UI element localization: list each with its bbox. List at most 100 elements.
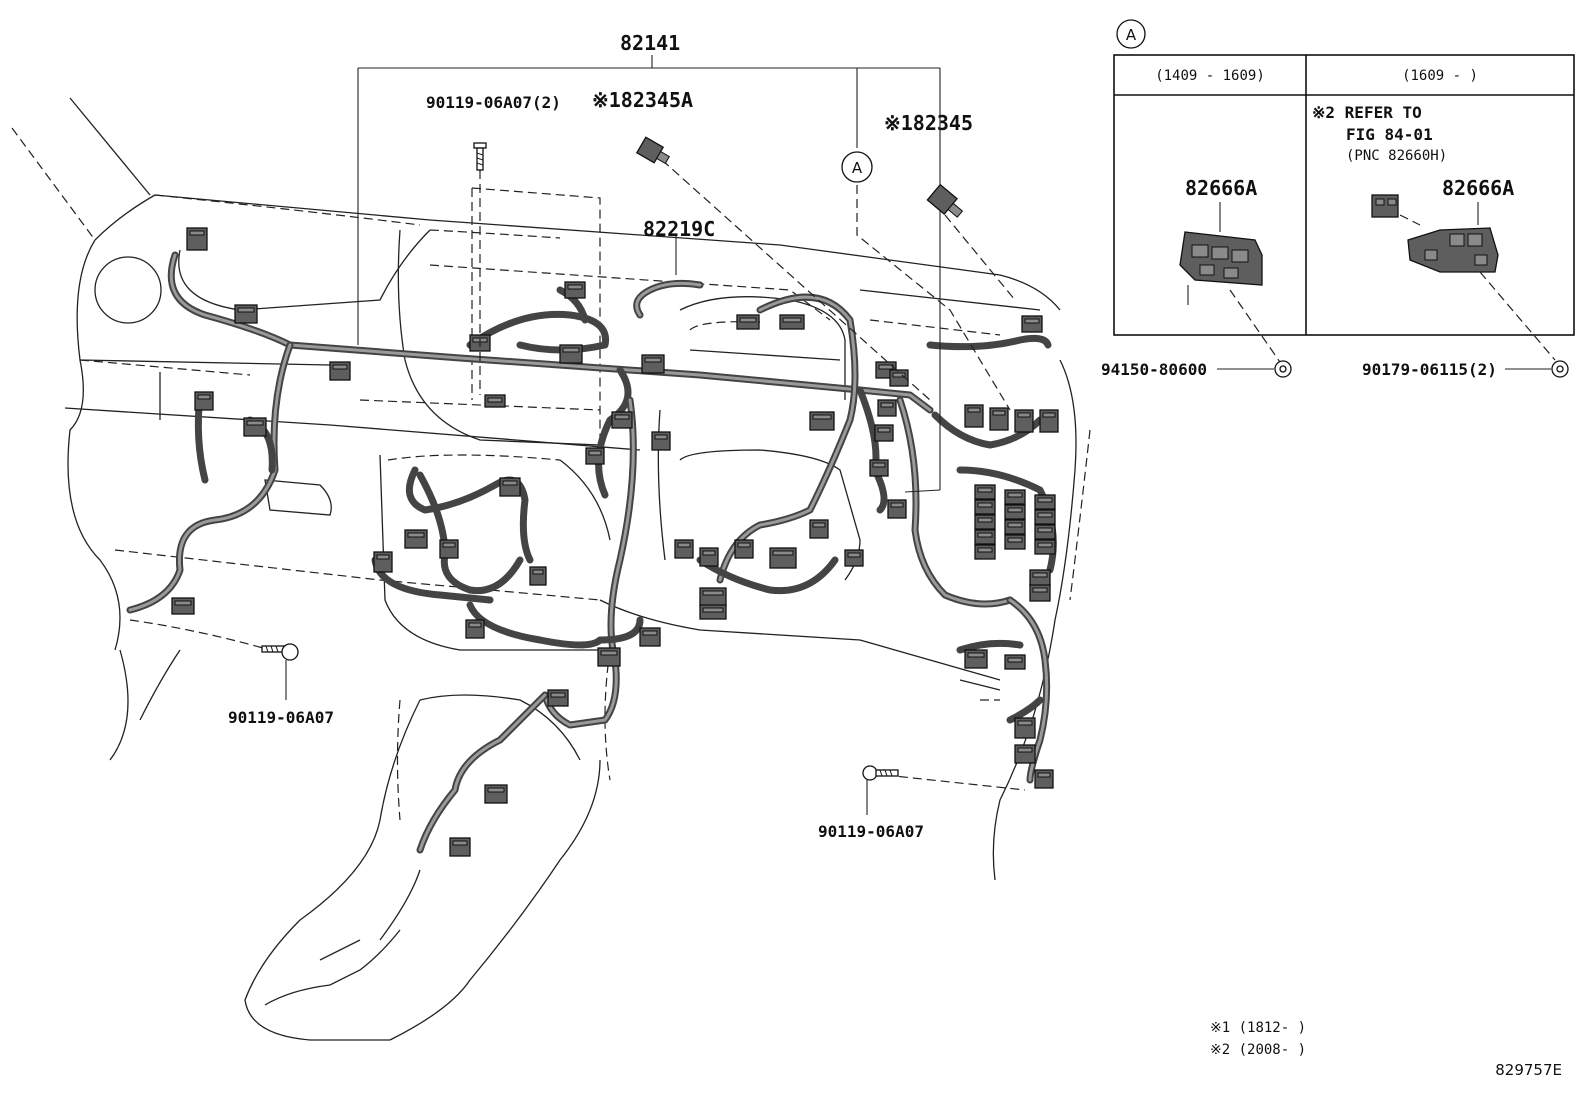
harness-connector-latch [1007,492,1023,498]
harness-connector-latch [992,410,1006,416]
harness-connector-latch [237,307,255,313]
harness-connector-latch [877,427,891,433]
harness-connector-latch [977,487,993,493]
sub-harness-82219c [633,279,704,319]
harness-connector-latch [677,542,691,548]
harness-connector-latch [1037,497,1053,503]
harness-connector-latch [487,397,503,403]
callout-a: A [841,151,873,183]
harness-connector-latch [644,357,662,363]
leader-lines [129,55,1026,815]
harness-connector-latch [702,550,716,556]
harness-connector-latch [1032,587,1048,593]
harness-connector [1021,315,1043,333]
harness-connector-latch [567,284,583,290]
harness-connector-latch [642,630,658,636]
harness-connector-latch [1017,720,1033,726]
harness-connector-latch [967,652,985,658]
harness-connector-latch [737,542,751,548]
label-82141: 82141 [620,31,680,55]
harness-connector [844,549,864,567]
relay-block-col1 [1179,231,1263,305]
harness-connector-latch [977,517,993,523]
inset-a: A (1409 - 1609) (1609 - ) 82666A ※2 REFE… [1101,19,1575,379]
bolt-right [862,765,899,781]
harness-connector-latch [1032,572,1048,578]
label-bolt-top: 90119-06A07(2) [426,93,561,112]
callout-a-label: A [852,159,863,177]
harness-connector-latch [332,364,348,370]
footnotes: ※1 (1812- ) ※2 (2008- ) 829757E [1210,1020,1562,1079]
harness-connector-latch [1007,507,1023,513]
footnote-2: ※2 (2008- ) [1210,1042,1306,1058]
inset-col1-header: (1409 - 1609) [1155,68,1265,84]
harness-connector-latch [654,434,668,440]
inset-note-line2: FIG 84-01 [1346,125,1433,144]
harness-connector-latch [1007,522,1023,528]
label-82345a: ※182345A [592,88,693,112]
harness-connector-latch [189,230,205,236]
footnote-1: ※1 (1812- ) [1210,1020,1306,1036]
inset-note-line3: (PNC 82660H) [1346,148,1447,164]
harness-connector [171,597,195,615]
harness-connector-latch [1037,527,1053,533]
label-82219c: 82219C [643,217,715,241]
harness-connector-latch [487,787,505,793]
harness-connector-latch [772,550,794,556]
harness-connector-latch [1024,318,1040,324]
inset-col2-part: 82666A [1442,176,1514,200]
inset-nut-left-label: 94150-80600 [1101,360,1207,379]
harness-connector-latch [614,414,630,420]
harness-connector [611,411,633,429]
dashboard-outline [11,97,1091,1041]
figure-id: 829757E [1495,1061,1562,1079]
harness-connector-latch [878,364,894,370]
harness-connector-latch [1037,512,1053,518]
label-82345: ※182345 [884,111,973,135]
harness-connector-latch [702,607,724,613]
harness-connector-latch [197,394,211,400]
harness-connector-latch [1017,412,1031,418]
relay-block-col2 [1371,194,1499,273]
harness-connector-latch [502,480,518,486]
harness-connector-latch [532,569,544,575]
inset-col2-header: (1609 - ) [1402,68,1478,84]
label-bolt-right: 90119-06A07 [818,822,924,841]
harness-connector-latch [246,420,264,426]
harness-connector-latch [468,622,482,628]
harness-connector-latch [600,650,618,656]
harness-connector-latch [977,532,993,538]
harness-connector [564,281,586,299]
harness-connector-latch [739,317,757,323]
harness-connector-latch [1017,747,1033,753]
harness-connector-latch [1037,772,1051,778]
inset-nut-right-label: 90179-06115(2) [1362,360,1497,379]
connector-82345a [635,136,671,165]
harness-connector [1029,569,1051,587]
harness-connector-latch [977,502,993,508]
harness-connector-latch [1007,657,1023,663]
harness-connector-latch [442,542,456,548]
harness-connector-latch [1037,542,1053,548]
harness-connector-latch [812,414,832,420]
harness-connector-latch [812,522,826,528]
connector-82345 [926,183,964,218]
part-labels: 82141 90119-06A07(2) ※182345A ※182345 82… [228,31,973,841]
harness-connector-latch [174,600,192,606]
harness-connector [874,424,894,442]
harness-connector-latch [847,552,861,558]
inset-a-tag: A [1126,26,1137,44]
harness-connector [585,447,605,465]
main-harness [126,251,1057,854]
harness-connector-latch [702,590,724,596]
harness-connector-latch [550,692,566,698]
harness-connector-latch [880,402,894,408]
harness-connector-latch [1007,537,1023,543]
bolt-left [261,643,299,661]
connector-group [171,227,1059,857]
inset-col1-part: 82666A [1185,176,1257,200]
assembly-dashed-box [359,187,601,440]
nut-left [1274,360,1292,378]
harness-connector-latch [872,462,886,468]
